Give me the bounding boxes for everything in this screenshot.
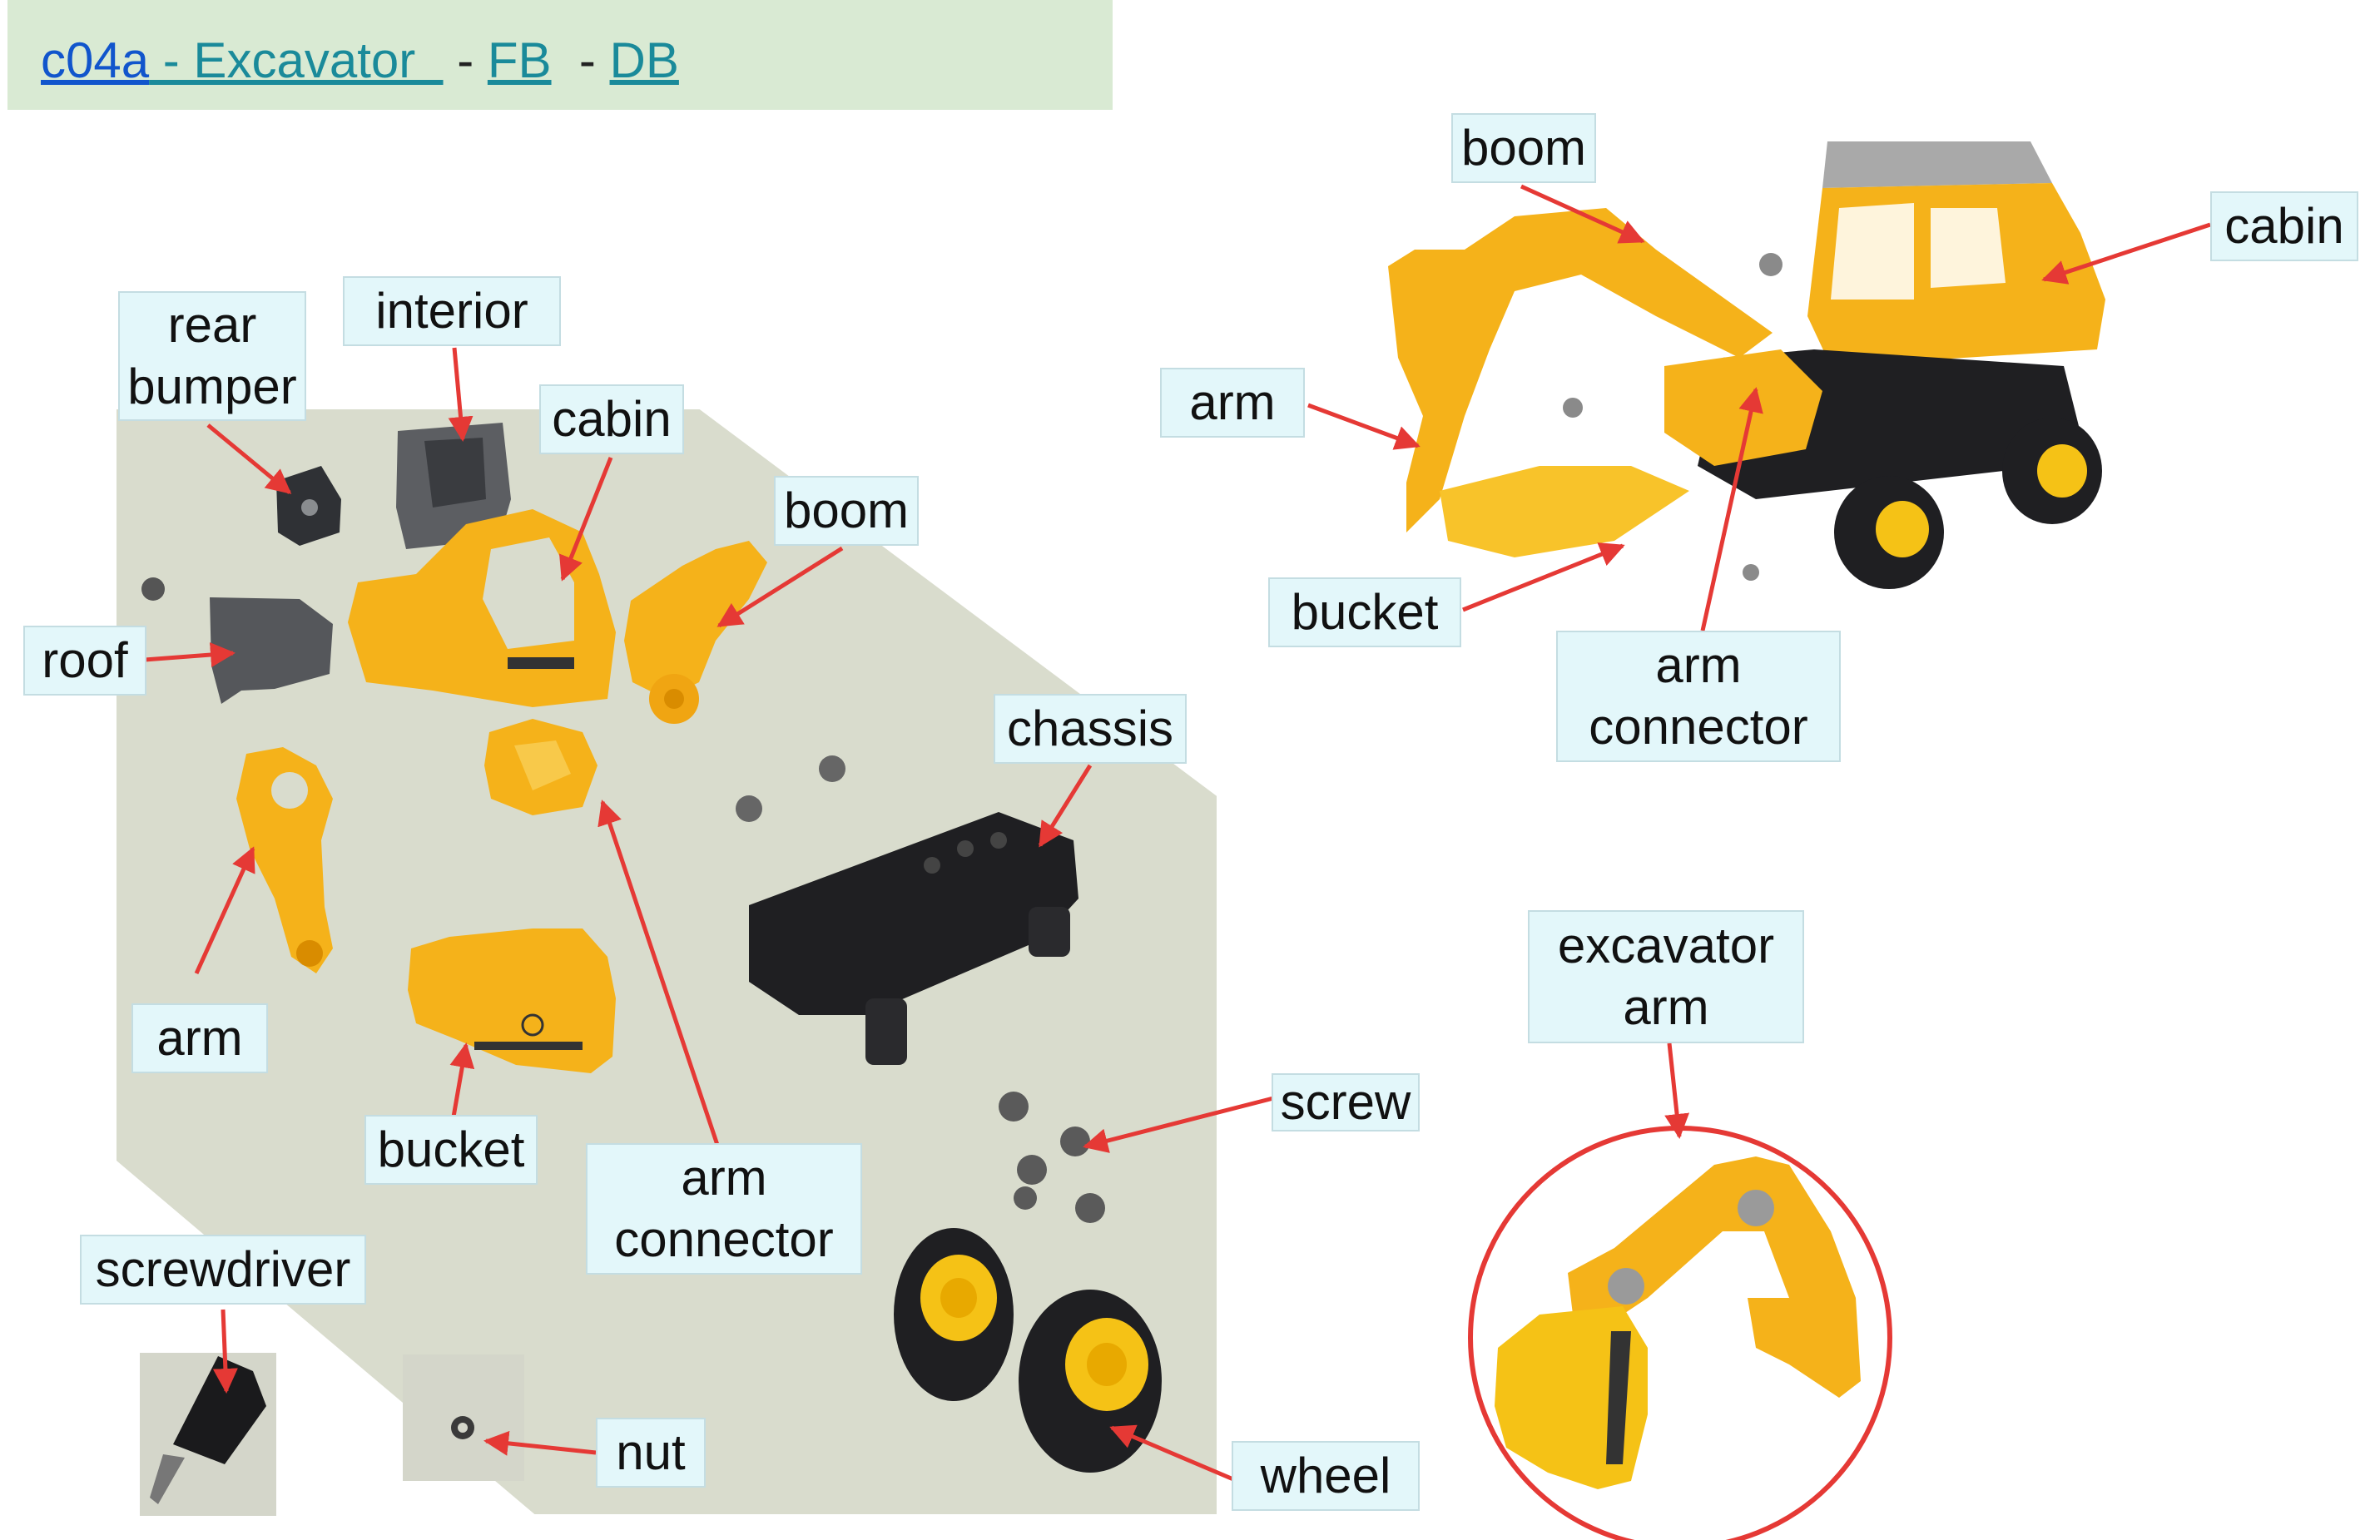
bucket-part [408, 928, 616, 1073]
label-rear-bumper: rear bumper [118, 291, 306, 421]
interior-part [396, 423, 511, 549]
label-arm: arm [131, 1003, 268, 1073]
boom-part [624, 541, 767, 724]
label-chassis: chassis [994, 694, 1187, 764]
small-screws-top [141, 577, 845, 822]
label-bucket: bucket [364, 1115, 538, 1185]
header-separator: - [551, 32, 610, 88]
label-bucket-assembled: bucket [1268, 577, 1461, 647]
header-bar: c04a - Excavator - FB - DB [7, 0, 1113, 110]
assembled-excavator [1388, 141, 2105, 589]
code-link[interactable]: c04a [41, 32, 150, 88]
label-wheel: wheel [1232, 1441, 1420, 1511]
label-boom: boom [774, 476, 919, 546]
arm-part [236, 747, 333, 973]
label-nut: nut [596, 1418, 706, 1488]
cabin-part [348, 509, 616, 707]
label-excavator-arm: excavator arm [1528, 910, 1804, 1043]
label-arm-assembled: arm [1160, 368, 1305, 438]
screws-group [999, 1092, 1105, 1223]
label-cabin: cabin [539, 384, 684, 454]
label-arm-connector-assembled: arm connector [1556, 631, 1841, 762]
header-separator: - [443, 32, 488, 88]
label-screwdriver: screwdriver [80, 1235, 366, 1305]
arm-connector-part [484, 719, 597, 815]
db-link[interactable]: DB [609, 32, 679, 88]
label-screw: screw [1272, 1073, 1420, 1131]
wheels-part [894, 1228, 1162, 1473]
roof-part [210, 597, 333, 704]
label-cabin-assembled: cabin [2210, 191, 2358, 261]
excavator-arm-illustration [1495, 1156, 1861, 1489]
fb-link[interactable]: FB [487, 32, 552, 88]
label-interior: interior [343, 276, 561, 346]
annotation-arrows [144, 184, 2211, 1482]
excavator-link[interactable]: - Excavator [149, 32, 444, 88]
chassis-part [749, 812, 1078, 1065]
rear-bumper-part [276, 466, 341, 546]
screwdriver-part [150, 1356, 266, 1504]
label-roof: roof [23, 626, 146, 696]
nut-part [451, 1416, 474, 1439]
label-arm-connector: arm connector [586, 1143, 862, 1275]
header-title: c04a - Excavator - FB - DB [41, 32, 679, 89]
label-boom-assembled: boom [1451, 113, 1596, 183]
